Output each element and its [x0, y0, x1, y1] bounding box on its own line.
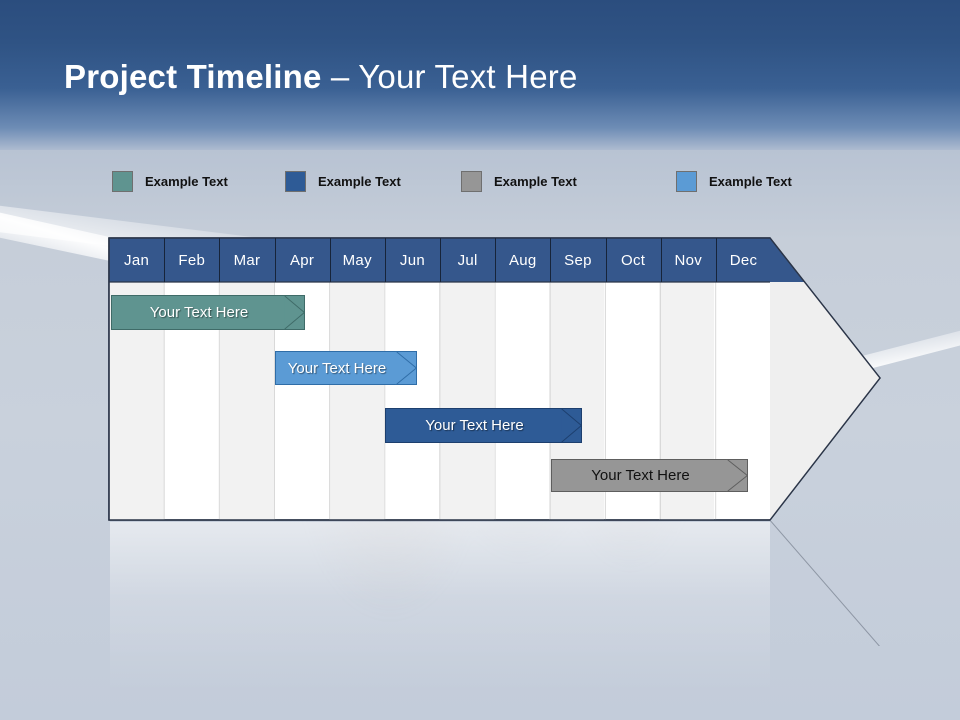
page-title-dash: –	[321, 58, 359, 95]
legend-swatch-light-blue	[676, 170, 697, 192]
background-gradient-top	[0, 0, 960, 152]
chart-reflection-edge	[770, 521, 890, 646]
timeline-bar-4[interactable]: Your Text Here	[551, 459, 748, 492]
timeline-bar-3[interactable]: Your Text Here	[385, 408, 582, 443]
legend-label-1: Example Text	[145, 173, 228, 189]
month-cell-aug[interactable]: Aug	[495, 238, 550, 282]
legend-item-3[interactable]: Example Text	[461, 168, 577, 194]
month-cell-dec[interactable]: Dec	[715, 238, 771, 282]
month-header-row: Jan Feb Mar Apr May Jun Jul Aug Sep Oct …	[109, 238, 771, 282]
chart-header-band	[109, 238, 804, 282]
legend: Example Text Example Text Example Text E…	[108, 168, 808, 196]
timeline-bar-2[interactable]: Your Text Here	[275, 351, 417, 385]
month-cell-may[interactable]: May	[329, 238, 385, 282]
month-cell-jun[interactable]: Jun	[384, 238, 440, 282]
timeline-bar-1-label: Your Text Here	[149, 304, 249, 321]
timeline-bar-1-arrow-tip	[283, 295, 305, 330]
chart-arrow-head-fill	[770, 238, 880, 520]
legend-item-4[interactable]: Example Text	[676, 168, 792, 194]
month-cell-feb[interactable]: Feb	[164, 238, 219, 282]
legend-label-3: Example Text	[494, 173, 577, 189]
chart-reflection	[110, 522, 770, 692]
chart-gridlines	[163, 282, 717, 520]
month-cell-sep[interactable]: Sep	[550, 238, 605, 282]
timeline-bar-3-label: Your Text Here	[425, 417, 524, 434]
legend-label-2: Example Text	[318, 173, 401, 189]
month-cell-jul[interactable]: Jul	[440, 238, 495, 282]
timeline-bar-4-label: Your Text Here	[591, 467, 690, 484]
month-cell-nov[interactable]: Nov	[660, 238, 716, 282]
legend-label-4: Example Text	[709, 173, 792, 189]
month-cell-apr[interactable]: Apr	[274, 238, 330, 282]
month-cell-mar[interactable]: Mar	[219, 238, 274, 282]
timeline-bar-2-label: Your Text Here	[287, 359, 387, 377]
legend-swatch-gray	[461, 170, 482, 192]
timeline-bar-1[interactable]: Your Text Here	[111, 295, 305, 330]
timeline-bar-2-arrow-tip	[395, 351, 417, 385]
legend-item-2[interactable]: Example Text	[285, 168, 401, 194]
page-title-light: Your Text Here	[358, 58, 578, 95]
legend-item-1[interactable]: Example Text	[112, 168, 228, 194]
page-title-bold: Project Timeline	[64, 58, 322, 95]
timeline-bar-3-arrow-tip	[560, 408, 582, 443]
timeline-chart: Jan Feb Mar Apr May Jun Jul Aug Sep Oct …	[108, 236, 883, 526]
month-cell-oct[interactable]: Oct	[605, 238, 661, 282]
timeline-bar-4-arrow-tip	[726, 459, 748, 492]
month-cell-jan[interactable]: Jan	[124, 251, 150, 269]
legend-swatch-navy	[285, 170, 306, 192]
page-title: Project Timeline – Your Text Here	[64, 58, 578, 96]
legend-swatch-teal	[112, 170, 133, 192]
